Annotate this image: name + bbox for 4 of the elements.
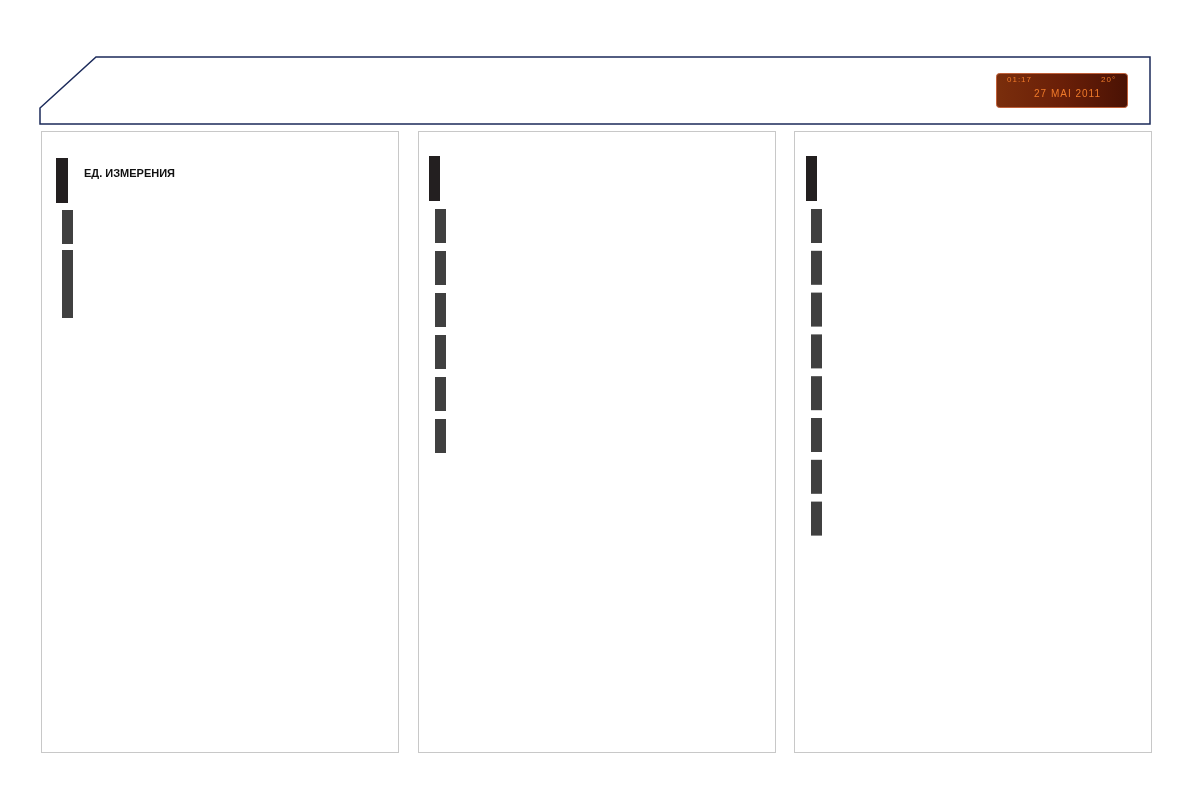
display-temperature: 20° <box>1101 75 1117 84</box>
section-heading: ЕД. ИЗМЕРЕНИЯ <box>84 167 175 179</box>
display-date: 27 MAI 2011 <box>1034 88 1101 99</box>
display-time: 01:17 <box>1007 75 1033 84</box>
